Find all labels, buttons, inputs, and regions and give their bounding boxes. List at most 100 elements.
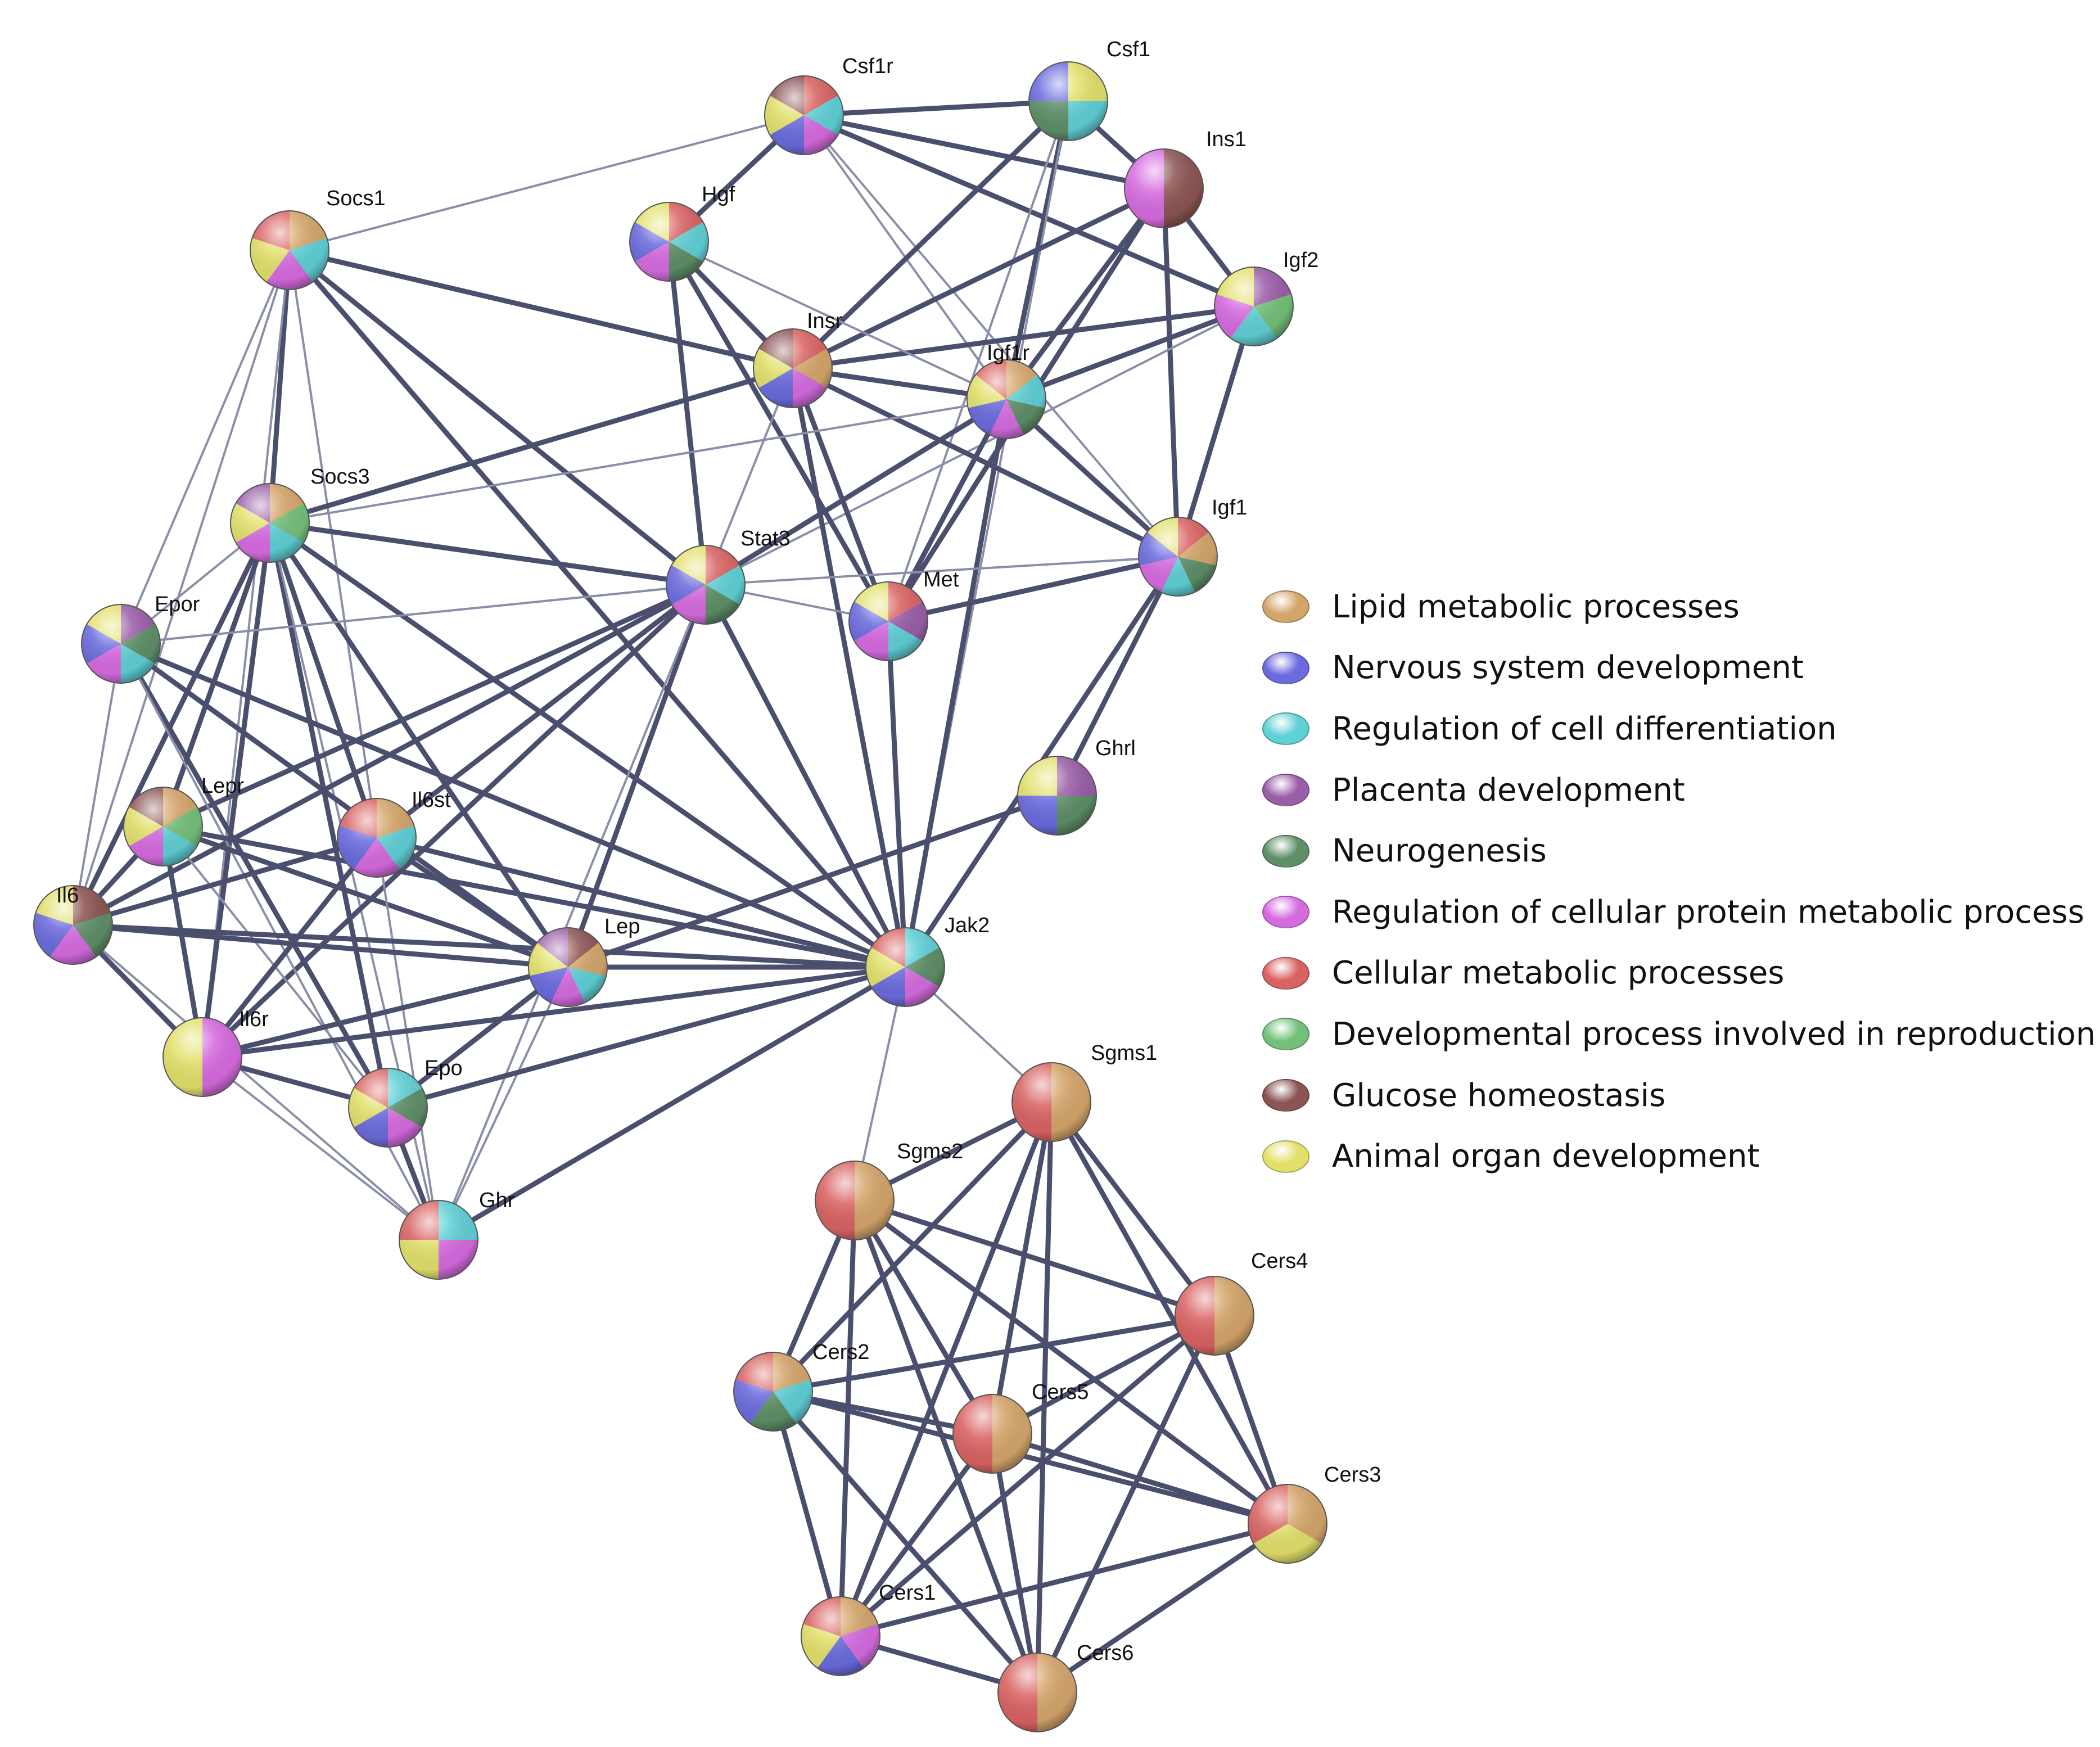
edge-Sgms2-Cers1: [838, 1198, 857, 1639]
node-socs1[interactable]: Socs1: [250, 187, 386, 290]
node-label: Csf1: [1107, 38, 1150, 61]
node-insr[interactable]: Insr: [753, 309, 843, 408]
edge-Sgms1-Cers1: [838, 1099, 1054, 1639]
edge-Socs3-Stat3: [267, 520, 708, 588]
edge-Socs3-Epo: [267, 520, 391, 1111]
edge-Cers5-Cers1: [838, 1431, 995, 1639]
node-cers2[interactable]: Cers2: [733, 1340, 869, 1432]
edge-Cers4-Cers5: [990, 1313, 1217, 1437]
node-hgf[interactable]: Hgf: [629, 183, 735, 282]
node-label: Ghrl: [1095, 737, 1136, 760]
edge-Stat3-Epor: [120, 584, 707, 645]
node-socs3[interactable]: Socs3: [230, 465, 370, 563]
legend-item-nervous: Nervous system development: [1262, 638, 2094, 699]
edge-Cers2-Cers3: [770, 1389, 1290, 1527]
node-label: Il6: [56, 884, 79, 908]
node-igf1[interactable]: Igf1: [1138, 496, 1247, 597]
edge-Il6st-Ghr: [376, 837, 440, 1241]
node-igf1r[interactable]: Igf1r: [967, 341, 1046, 439]
edge-Cers3-Cers6: [1035, 1521, 1290, 1695]
node-ghrl[interactable]: Ghrl: [1017, 737, 1136, 836]
node-lepr[interactable]: Lepr: [123, 774, 244, 866]
node-jak2[interactable]: Jak2: [865, 914, 990, 1007]
node-gloss: [33, 885, 113, 965]
edge-Cers4-Cers1: [838, 1313, 1217, 1639]
legend-item-organ: Animal organ development: [1262, 1126, 2094, 1187]
node-csf1[interactable]: Csf1: [1028, 38, 1150, 141]
edge-Insr-Jak2: [790, 365, 908, 970]
node-cers3[interactable]: Cers3: [1248, 1463, 1381, 1564]
edge-Sgms1-Cers2: [770, 1099, 1054, 1394]
edge-Igf1r-Socs3: [269, 398, 1008, 524]
node-cers4[interactable]: Cers4: [1175, 1249, 1308, 1356]
node-label: Cers4: [1251, 1249, 1308, 1273]
node-epor[interactable]: Epor: [81, 593, 200, 684]
edge-Sgms2-Cers6: [852, 1198, 1040, 1695]
edge-Sgms2-Cers5: [852, 1198, 995, 1437]
edge-Insr-Socs3: [267, 365, 796, 526]
edge-Cers5-Cers6: [990, 1431, 1040, 1695]
node-sgms2[interactable]: Sgms2: [815, 1140, 963, 1240]
legend-label: Neurogenesis: [1332, 833, 1547, 870]
edge-Cers5-Cers3: [990, 1431, 1290, 1527]
edge-Il6r-Ghr: [201, 1056, 440, 1241]
node-gloss: [1214, 267, 1294, 346]
node-gloss: [162, 1017, 242, 1097]
edge-Jak2-Ghr: [436, 964, 908, 1243]
edge-Epor-Lep: [118, 641, 571, 970]
edge-Stat3-Il6r: [200, 582, 708, 1060]
node-label: Ins1: [1206, 128, 1247, 151]
node-il6r[interactable]: Il6r: [162, 1008, 269, 1097]
node-il6st[interactable]: Il6st: [337, 788, 451, 878]
edge-Socs3-Il6r: [200, 520, 273, 1060]
node-gloss: [348, 1068, 428, 1148]
edge-Hgf-Stat3: [666, 239, 708, 588]
node-igf2[interactable]: Igf2: [1214, 249, 1318, 346]
node-cers1[interactable]: Cers1: [801, 1581, 936, 1676]
node-lep[interactable]: Lep: [528, 915, 640, 1007]
edge-Socs1-Jak2: [287, 247, 908, 970]
node-gloss: [1028, 61, 1108, 141]
legend-swatch-icon: [1262, 590, 1309, 624]
legend-swatch-icon: [1262, 651, 1309, 684]
node-csf1r[interactable]: Csf1r: [764, 55, 893, 155]
node-cers6[interactable]: Cers6: [997, 1641, 1133, 1732]
node-epo[interactable]: Epo: [348, 1057, 463, 1148]
node-met[interactable]: Met: [848, 568, 959, 661]
legend-item-neurogenesis: Neurogenesis: [1262, 820, 2094, 882]
legend-label: Glucose homeostasis: [1332, 1077, 1666, 1114]
legend-item-celldiff: Regulation of cell differentiation: [1262, 698, 2094, 760]
node-gloss: [764, 75, 844, 155]
node-gloss: [801, 1596, 880, 1676]
node-label: Sgms1: [1091, 1041, 1157, 1065]
legend-item-cellmeta: Cellular metabolic processes: [1262, 943, 2094, 1004]
edge-Sgms2-Cers3: [852, 1198, 1290, 1527]
node-cers5[interactable]: Cers5: [952, 1380, 1089, 1474]
edge-Igf2-Igf1r: [1004, 304, 1257, 402]
edge-Igf1-Ghrl: [1054, 554, 1181, 798]
edge-Ins1-Igf1: [1161, 186, 1181, 559]
node-gloss: [528, 927, 608, 1007]
legend-swatch-icon: [1262, 956, 1309, 990]
node-label: Igf1r: [987, 341, 1029, 365]
edge-Cers2-Cers6: [770, 1389, 1040, 1695]
edge-Jak2-Epo: [385, 964, 908, 1111]
node-gloss: [1248, 1484, 1327, 1564]
edge-Stat3-Jak2: [703, 582, 908, 970]
edge-Igf1r-Met: [886, 396, 1009, 624]
node-ins1[interactable]: Ins1: [1124, 128, 1247, 228]
edge-Sgms1-Cers3: [1049, 1099, 1290, 1527]
edge-Il6-Jak2: [70, 922, 908, 970]
node-label: Cers6: [1077, 1641, 1133, 1665]
node-il6[interactable]: Il6: [33, 884, 113, 965]
legend-item-lipid: Lipid metabolic processes: [1262, 576, 2094, 638]
node-gloss: [997, 1653, 1077, 1732]
node-stat3[interactable]: Stat3: [666, 527, 791, 625]
edge-Sgms1-Cers4: [1049, 1099, 1217, 1319]
edge-Ins1-Insr: [790, 186, 1167, 371]
node-sgms1[interactable]: Sgms1: [1011, 1041, 1157, 1142]
edge-Cers2-Cers1: [770, 1389, 843, 1639]
edge-Stat3-Ghr: [437, 584, 707, 1241]
node-ghr[interactable]: Ghr: [399, 1189, 515, 1280]
